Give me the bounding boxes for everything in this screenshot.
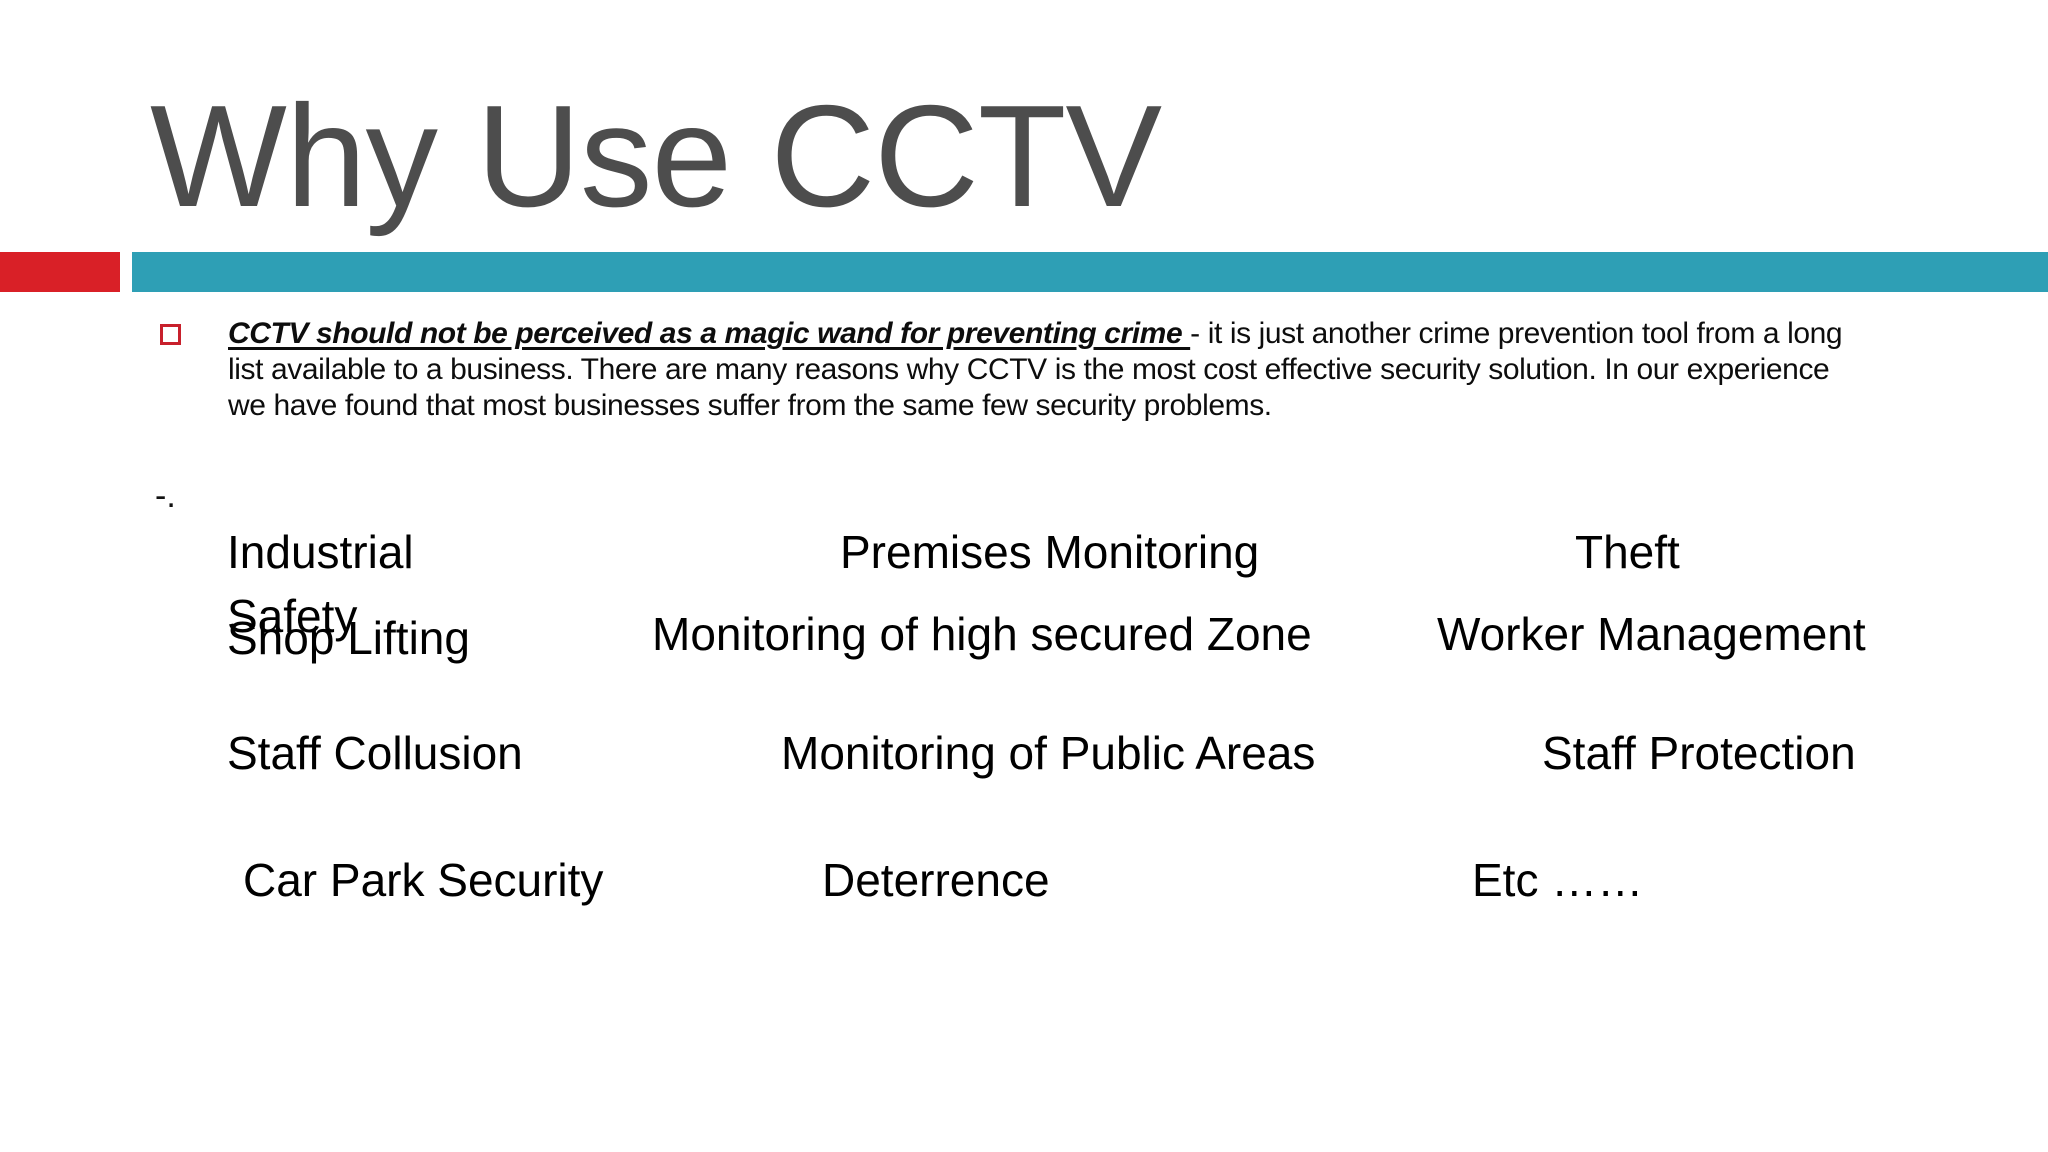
grid-item-monitoring-high-secured-zone: Monitoring of high secured Zone xyxy=(652,608,1312,660)
accent-bar-red xyxy=(0,252,120,292)
accent-bar-teal xyxy=(132,252,2048,292)
grid-item-deterrence: Deterrence xyxy=(822,854,1050,906)
grid-item-worker-management: Worker Management xyxy=(1437,608,1866,660)
bullet-square-icon xyxy=(160,324,181,345)
intro-paragraph-lead: CCTV should not be perceived as a magic … xyxy=(228,317,1191,350)
grid-item-car-park-security: Car Park Security xyxy=(243,854,604,906)
grid-item-theft: Theft xyxy=(1575,526,1680,578)
slide-title: Why Use CCTV xyxy=(150,75,1162,237)
stray-dash-mark: -. xyxy=(155,477,176,515)
intro-paragraph-rest: - it is just another crime prevention to… xyxy=(228,317,1843,422)
intro-paragraph: CCTV should not be perceived as a magic … xyxy=(228,316,1853,424)
grid-item-monitoring-public-areas: Monitoring of Public Areas xyxy=(781,727,1316,779)
grid-item-staff-protection: Staff Protection xyxy=(1542,727,1856,779)
grid-item-industrial-safety: Industrial Safety xyxy=(227,526,414,642)
grid-item-premises-monitoring: Premises Monitoring xyxy=(840,526,1260,578)
grid-item-staff-collusion: Staff Collusion xyxy=(227,727,523,779)
grid-item-etc: Etc …… xyxy=(1472,854,1644,906)
grid-item-shop-lifting: Shop Lifting xyxy=(227,612,470,664)
